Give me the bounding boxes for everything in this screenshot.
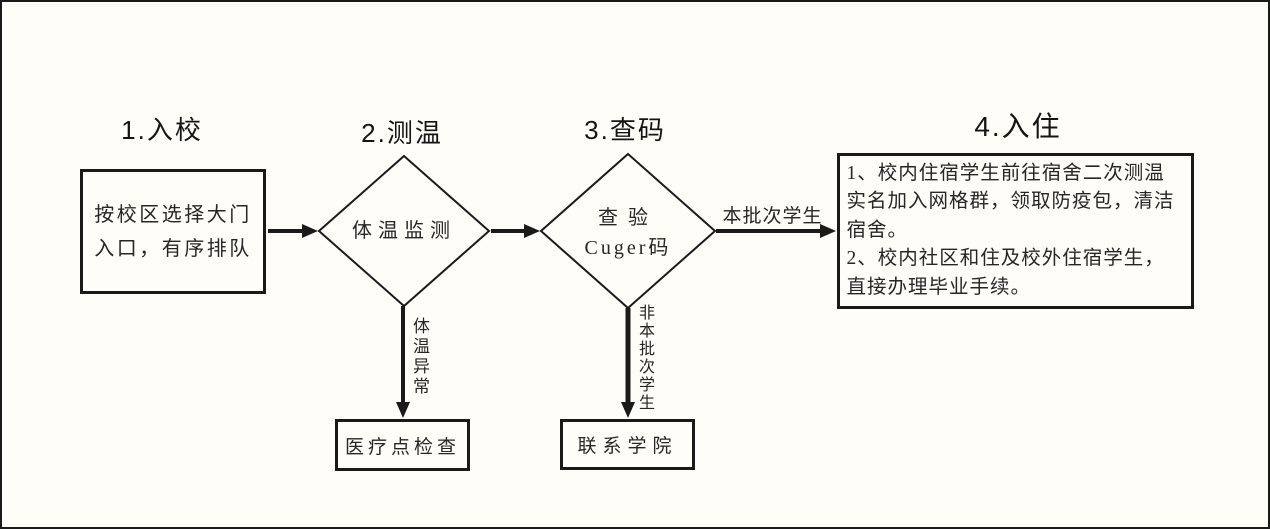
college-box-label: 联系学院: [577, 436, 678, 457]
temperature-diamond-label: 体温监测: [352, 220, 456, 242]
arrowhead-code-to-college: [621, 402, 635, 418]
arrowhead-temperature-to-medical: [396, 402, 410, 418]
edge-label-current-batch: 本批次学生: [722, 206, 823, 227]
arrowhead-entry-to-temperature: [302, 224, 318, 238]
stage2-title: 2.测温: [361, 118, 443, 148]
stage4-title: 4.入住: [974, 111, 1062, 142]
edge-label-not-current-batch: 非本批次学生: [636, 304, 653, 412]
medical-box-label: 医疗点检查: [344, 436, 460, 458]
arrowhead-temperature-to-code: [524, 224, 540, 238]
code-diamond-label-line1: 查验: [598, 207, 658, 229]
stage3-title: 3.查码: [584, 115, 666, 145]
entry-box-label: 按校区选择大门 入口，有序排队: [94, 203, 252, 260]
arrowhead-code-to-checkin: [820, 224, 836, 238]
edge-label-temperature-abnormal: 体温异常: [410, 317, 429, 397]
code-diamond-label: 查验 Cuger码: [553, 203, 703, 263]
code-diamond-label-line2: Cuger码: [584, 237, 672, 259]
medical-box: 医疗点检查: [335, 419, 470, 471]
entry-box: 按校区选择大门 入口，有序排队: [80, 169, 266, 294]
checkin-box-label: 1、校内住宿学生前往宿舍二次测温 实名加入网格群，领取防疫包，清洁 宿舍。 2、…: [846, 162, 1175, 298]
checkin-box: 1、校内住宿学生前往宿舍二次测温 实名加入网格群，领取防疫包，清洁 宿舍。 2、…: [837, 153, 1194, 309]
college-box: 联系学院: [560, 419, 695, 470]
stage1-title: 1.入校: [121, 115, 203, 145]
